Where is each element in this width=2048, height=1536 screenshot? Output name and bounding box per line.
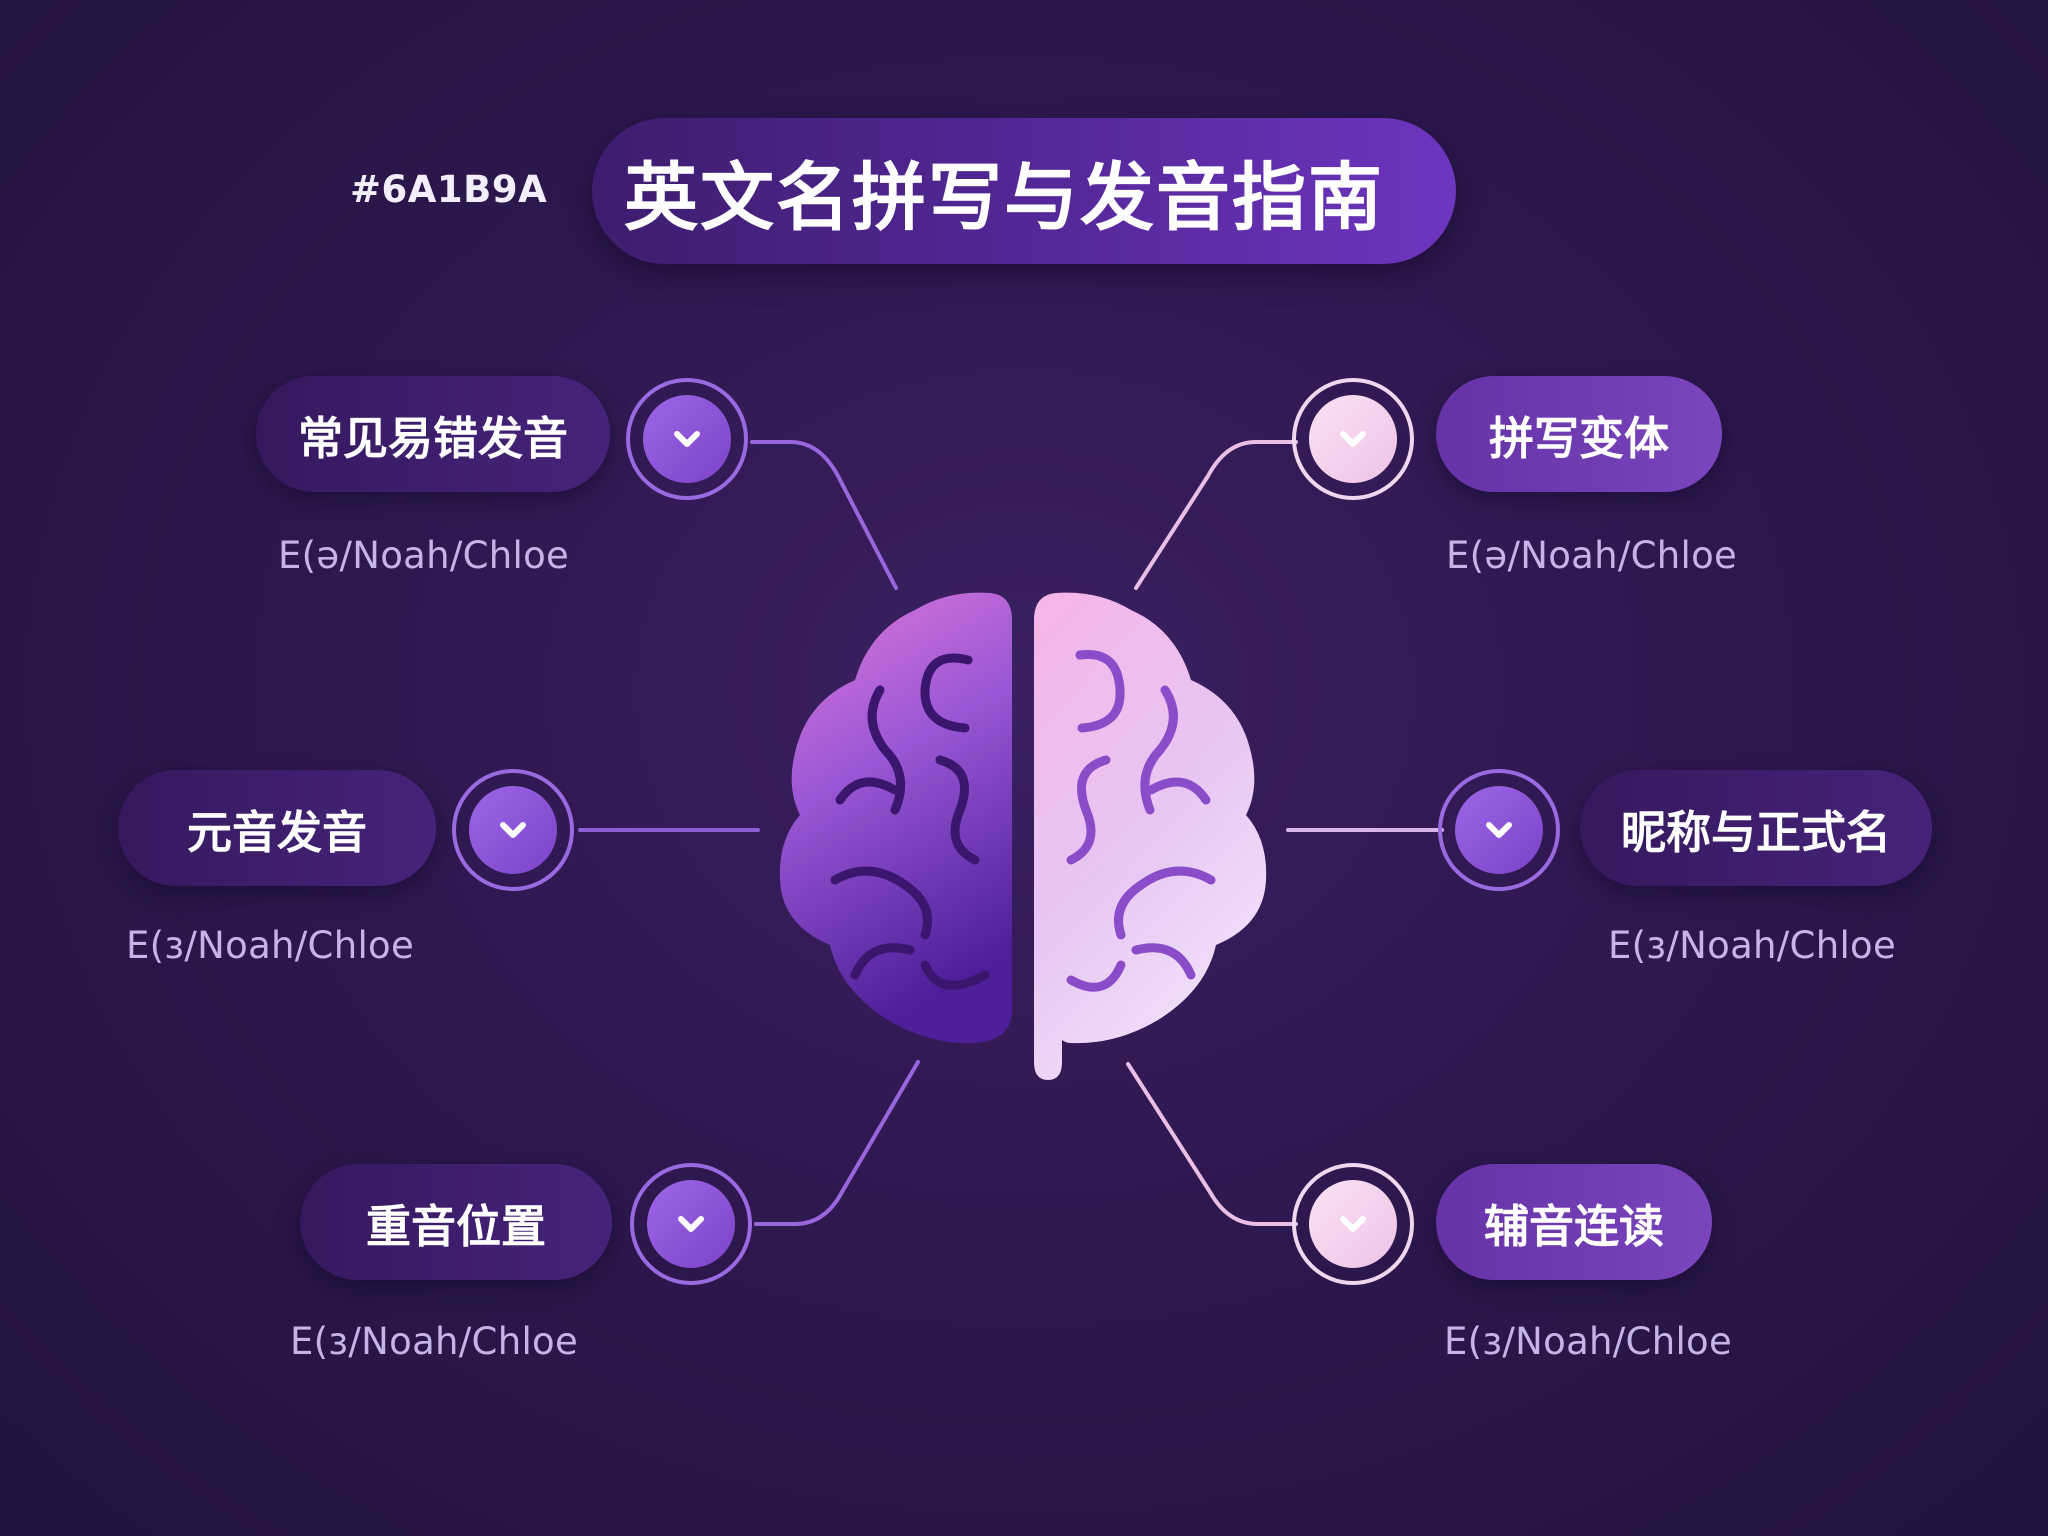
expand-button-spelling-variants[interactable] (1292, 378, 1414, 500)
connector-top-right (1134, 440, 1298, 590)
topic-label: 常见易错发音 (297, 411, 568, 465)
icon-disc (1455, 786, 1543, 874)
topic-subtitle: E(ɜ/Noah/Chloe (1608, 924, 1897, 967)
chevron-down-icon (500, 822, 526, 838)
hex-color-label: #6A1B9A (350, 168, 548, 211)
topic-pill-vowel-pronunciation[interactable]: 元音发音 (118, 770, 436, 886)
topic-label: 昵称与正式名 (1620, 805, 1891, 859)
topic-subtitle: E(ə/Noah/Chloe (1446, 534, 1738, 577)
topic-label: 重音位置 (365, 1199, 546, 1253)
topic-subtitle: E(ɜ/Noah/Chloe (290, 1320, 579, 1363)
icon-disc (1309, 395, 1397, 483)
expand-button-vowel-pronunciation[interactable] (452, 769, 574, 891)
topic-pill-consonant-linking[interactable]: 辅音连读 (1436, 1164, 1712, 1280)
chevron-down-icon (678, 1216, 704, 1232)
icon-disc (469, 786, 557, 874)
topic-pill-nicknames-formal-names[interactable]: 昵称与正式名 (1580, 770, 1932, 886)
chevron-down-icon (1340, 431, 1366, 447)
topic-pill-stress-position[interactable]: 重音位置 (300, 1164, 612, 1280)
brain-left-hemisphere (779, 592, 1012, 1044)
topic-label: 辅音连读 (1483, 1199, 1664, 1253)
chevron-down-icon (1340, 1216, 1366, 1232)
expand-button-nicknames-formal-names[interactable] (1438, 769, 1560, 891)
expand-button-consonant-linking[interactable] (1292, 1163, 1414, 1285)
page-title: 英文名拼写与发音指南 (624, 154, 1384, 241)
topic-subtitle: E(ə/Noah/Chloe (278, 534, 570, 577)
connector-bottom-right (1126, 1062, 1298, 1226)
connector-top-left (750, 440, 898, 590)
icon-disc (1309, 1180, 1397, 1268)
icon-disc (647, 1180, 735, 1268)
topic-pill-common-mispronunciations[interactable]: 常见易错发音 (256, 376, 610, 492)
chevron-down-icon (1486, 822, 1512, 838)
brain-right-hemisphere (1034, 592, 1267, 1080)
topic-label: 元音发音 (186, 805, 367, 859)
expand-button-common-mispronunciations[interactable] (626, 378, 748, 500)
connector-bottom-left (754, 1060, 920, 1226)
topic-pill-spelling-variants[interactable]: 拼写变体 (1436, 376, 1722, 492)
icon-disc (643, 395, 731, 483)
topic-subtitle: E(ɜ/Noah/Chloe (126, 924, 415, 967)
topic-subtitle: E(ɜ/Noah/Chloe (1444, 1320, 1733, 1363)
expand-button-stress-position[interactable] (630, 1163, 752, 1285)
topic-label: 拼写变体 (1488, 411, 1669, 465)
title-banner: 英文名拼写与发音指南 (592, 118, 1456, 264)
chevron-down-icon (674, 431, 700, 447)
